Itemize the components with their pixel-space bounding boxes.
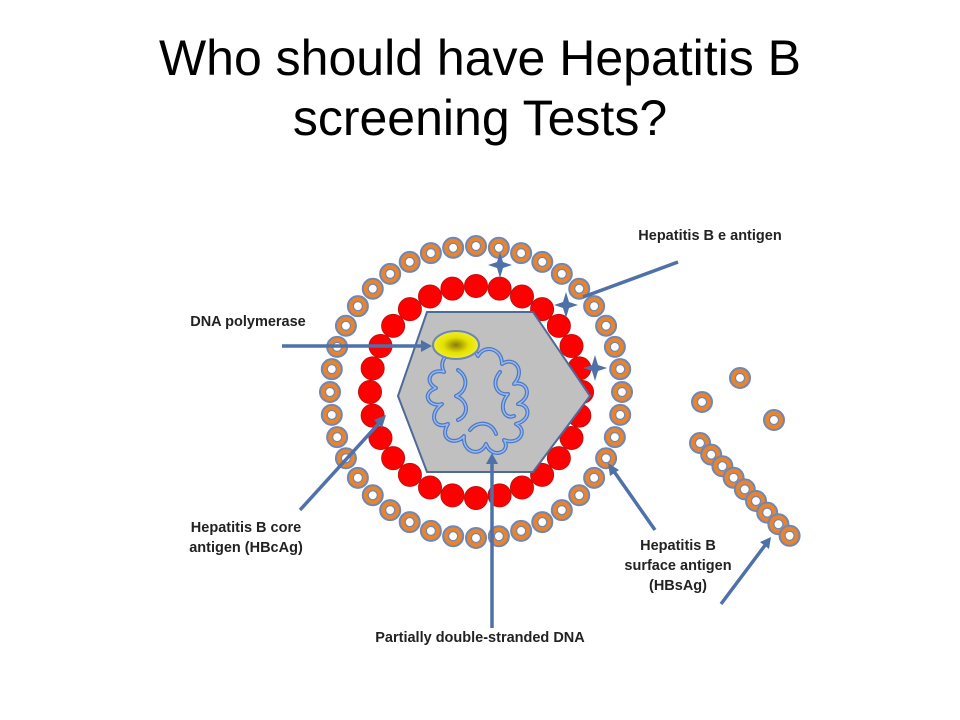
label-e-antigen: Hepatitis B e antigen [638, 228, 782, 244]
surface-antigen-bead-hole [600, 453, 612, 464]
surface-antigen-ring [319, 235, 633, 549]
arrow-surface-antigen [611, 468, 657, 532]
filament-particle-bead-hole [706, 449, 717, 460]
core-antigen-bead [440, 483, 465, 508]
slide-title: Who should have Hepatitis B screening Te… [0, 28, 960, 148]
e-antigen-star [488, 252, 512, 278]
surface-antigen-bead-hole [589, 472, 600, 483]
surface-antigen-bead-hole [385, 505, 396, 516]
surface-antigen-bead-hole [589, 301, 600, 312]
surface-antigen-bead-hole [516, 525, 527, 536]
filament-particle-bead-hole [750, 495, 762, 507]
core-antigen-bead [464, 486, 488, 510]
dna-strand-inner [426, 346, 529, 454]
arrow-core-antigen [298, 419, 383, 512]
surface-antigen-bead-hole [448, 242, 459, 253]
core-antigen-bead [440, 276, 465, 301]
core-antigen-bead [509, 284, 534, 309]
e-antigen-star [583, 355, 607, 381]
surface-antigen-bead-hole [470, 532, 482, 544]
surface-antigen-bead-hole [600, 320, 612, 331]
surface-antigen-bead-hole [425, 248, 436, 259]
core-antigen-bead [487, 483, 512, 508]
surface-antigen-bead-hole [609, 432, 620, 443]
arrow-core-antigen-head [374, 415, 386, 428]
label-surface-antigen: Hepatitis B surface antigen (HBsAg) [624, 538, 732, 594]
arrow-free-particles [719, 542, 768, 606]
e-antigen-star [554, 292, 578, 318]
surface-antigen-bead-hole [324, 386, 336, 398]
core-antigen-bead [546, 446, 571, 471]
filament-particle-bead-hole [739, 484, 750, 495]
free-surface-antigen-particles [689, 367, 801, 547]
surface-antigen-bead-hole [493, 531, 504, 542]
surface-antigen-bead-hole [404, 256, 415, 268]
surface-antigen-bead-hole [352, 301, 363, 312]
surface-antigen-bead-hole [616, 386, 628, 398]
filament-particle-bead-hole [694, 437, 706, 449]
core-antigen-bead [381, 313, 406, 338]
core-antigen-bead [464, 274, 488, 298]
free-sphere-particle-hole [734, 372, 746, 384]
label-dna-polymerase: DNA polymerase [190, 314, 306, 330]
filament-particle-bead-hole [762, 507, 773, 518]
core-antigen-bead [397, 462, 422, 487]
surface-antigen-bead-hole [367, 283, 378, 294]
surface-antigen-bead-hole [615, 409, 626, 420]
surface-antigen-bead-hole [326, 364, 337, 375]
core-antigen-bead [559, 334, 584, 359]
surface-antigen-bead-hole [516, 248, 527, 259]
free-sphere-particle-hole [768, 414, 780, 426]
surface-antigen-bead-hole [385, 268, 396, 279]
dna-polymerase-icon [432, 330, 480, 360]
surface-antigen-bead-hole [574, 490, 585, 501]
surface-antigen-bead-hole [609, 341, 620, 352]
core-antigen-bead [397, 297, 422, 322]
label-core-antigen: Hepatitis B core antigen (HBcAg) [189, 520, 303, 556]
surface-antigen-bead-hole [556, 268, 567, 279]
surface-antigen-bead-hole [493, 242, 504, 253]
surface-antigen-bead-hole [404, 516, 415, 528]
core-antigen-bead [530, 297, 555, 322]
e-antigen-stars [488, 252, 607, 381]
surface-antigen-bead-hole [340, 320, 352, 331]
surface-antigen-bead-hole [574, 283, 585, 294]
surface-antigen-bead-hole [470, 240, 482, 252]
label-dna: Partially double-stranded DNA [375, 630, 585, 646]
arrow-dna-head [486, 453, 498, 464]
surface-antigen-bead-hole [537, 256, 548, 268]
surface-antigen-bead-hole [326, 409, 337, 420]
label-arrows [282, 260, 771, 628]
title-line-2: screening Tests? [292, 90, 668, 146]
arrow-surface-antigen-head [608, 463, 619, 476]
core-antigen-bead [418, 284, 443, 309]
core-antigen-bead [559, 425, 584, 450]
filament-particle-bead-hole [773, 519, 784, 530]
core-antigen-bead [546, 313, 571, 338]
surface-antigen-bead-hole [352, 472, 363, 483]
surface-antigen-bead-hole [367, 490, 378, 501]
arrow-dna-polymerase-head [421, 340, 432, 352]
surface-antigen-bead-hole [425, 525, 436, 536]
title-line-1: Who should have Hepatitis B [158, 30, 802, 86]
core-antigen-bead [360, 356, 385, 381]
core-antigen-bead [381, 446, 406, 471]
filament-particle-bead-hole [728, 472, 739, 483]
arrow-free-particles-head [760, 537, 771, 549]
surface-antigen-bead-hole [332, 432, 343, 443]
filament-particle-bead-hole [784, 530, 795, 541]
surface-antigen-bead-hole [556, 505, 567, 516]
core-antigen-bead [358, 380, 382, 404]
core-antigen-bead [418, 475, 443, 500]
core-antigen-ring [358, 274, 594, 510]
free-sphere-particle-hole [696, 396, 708, 408]
filament-particle-bead-hole [717, 461, 728, 472]
core-antigen-bead [509, 475, 534, 500]
surface-antigen-bead-hole [537, 516, 548, 528]
arrow-e-antigen [582, 260, 679, 299]
surface-antigen-bead-hole [448, 531, 459, 542]
core-antigen-bead [487, 276, 512, 301]
surface-antigen-bead-hole [615, 364, 626, 375]
